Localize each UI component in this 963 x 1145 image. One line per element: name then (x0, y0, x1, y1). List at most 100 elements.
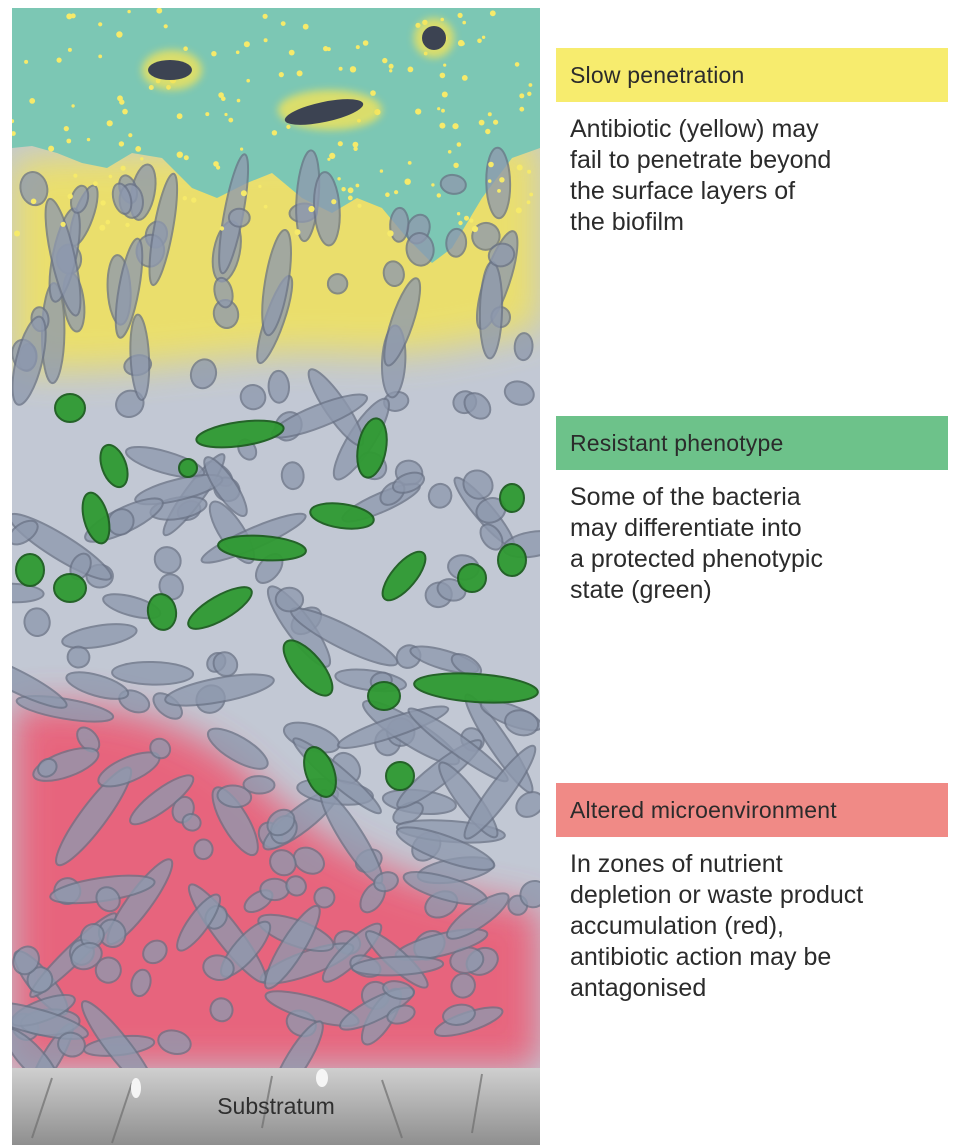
slow-penetration-text: Antibiotic (yellow) may fail to penetrat… (570, 114, 948, 238)
antibiotic-particle (183, 196, 187, 200)
antibiotic-particle (29, 98, 35, 104)
antibiotic-particle (127, 10, 130, 13)
antibiotic-particle (286, 125, 290, 129)
antibiotic-particle (106, 220, 111, 225)
antibiotic-particle (356, 184, 360, 188)
antibiotic-particle (339, 67, 343, 71)
antibiotic-particle (303, 24, 309, 30)
resistant-phenotype-text: Some of the bacteria may differentiate i… (570, 482, 948, 606)
antibiotic-particle (213, 161, 219, 167)
antibiotic-particle (458, 221, 462, 225)
substratum-label: Substratum (12, 1093, 540, 1120)
legend-resistant-phenotype: Resistant phenotype Some of the bacteria… (556, 416, 948, 606)
legend-slow-penetration: Slow penetration Antibiotic (yellow) may… (556, 48, 948, 238)
antibiotic-particle (453, 163, 458, 168)
antibiotic-particle (353, 147, 357, 151)
antibiotic-particle (258, 185, 261, 188)
antibiotic-particle (363, 40, 369, 46)
antibiotic-particle (191, 197, 196, 202)
antibiotic-particle (68, 48, 72, 52)
bacterium (16, 554, 44, 586)
antibiotic-particle (357, 204, 361, 208)
antibiotic-particle (109, 175, 113, 179)
antibiotic-particle (485, 129, 490, 134)
antibiotic-particle (24, 60, 28, 64)
antibiotic-particle (241, 190, 247, 196)
bacterium (179, 459, 197, 477)
antibiotic-particle (370, 90, 376, 96)
antibiotic-particle (479, 120, 485, 126)
antibiotic-particle (71, 104, 74, 107)
bacterium (446, 228, 467, 257)
antibiotic-particle (356, 45, 360, 49)
antibiotic-particle (149, 85, 154, 90)
antibiotic-particle (240, 148, 243, 151)
antibiotic-particle (457, 142, 462, 147)
antibiotic-particle (99, 225, 105, 231)
antibiotic-particle (119, 141, 124, 146)
bacterium (368, 682, 400, 710)
antibiotic-particle (440, 73, 446, 79)
bacterium (54, 574, 86, 602)
antibiotic-particle (184, 155, 189, 160)
antibiotic-particle (244, 41, 250, 47)
antibiotic-particle (488, 112, 492, 116)
antibiotic-particle (246, 79, 250, 83)
bacterium (498, 544, 526, 576)
bacterium (276, 588, 304, 612)
antibiotic-particle (529, 83, 533, 87)
antibiotic-particle (236, 51, 240, 55)
antibiotic-particle (100, 200, 105, 205)
bacterium (514, 333, 533, 361)
antibiotic-particle (394, 190, 398, 194)
antibiotic-particle (327, 47, 331, 51)
antibiotic-particle (87, 138, 90, 141)
antibiotic-particle (462, 75, 468, 81)
bacterium (486, 148, 511, 219)
antibiotic-particle (220, 226, 224, 230)
antibiotic-particle (183, 46, 188, 51)
bacterium (228, 208, 250, 227)
antibiotic-particle (289, 50, 295, 56)
antibiotic-particle (295, 229, 301, 235)
antibiotic-particle (264, 38, 268, 42)
antibiotic-particle (205, 112, 209, 116)
antibiotic-particle (348, 187, 354, 193)
antibiotic-particle (490, 10, 496, 16)
antibiotic-particle (31, 199, 37, 205)
antibiotic-particle (442, 92, 448, 98)
altered-microenvironment-title: Altered microenvironment (556, 783, 948, 837)
antibiotic-particle (331, 199, 336, 204)
antibiotic-particle (221, 96, 226, 101)
bacterium (327, 273, 348, 294)
antibiotic-particle (517, 165, 523, 171)
antibiotic-particle (443, 64, 446, 67)
antibiotic-particle (128, 133, 132, 137)
antibiotic-particle (519, 107, 524, 112)
antibiotic-particle (57, 58, 62, 63)
bacterium (500, 484, 524, 512)
antibiotic-particle (164, 24, 168, 28)
antibiotic-particle (464, 216, 469, 221)
biofilm-illustration (12, 8, 540, 1145)
bacterium (458, 564, 486, 592)
antibiotic-particle (515, 62, 520, 67)
antibiotic-particle (281, 21, 286, 26)
antibiotic-particle (469, 219, 473, 223)
antibiotic-particle (348, 196, 353, 201)
antibiotic-particle (519, 93, 524, 98)
antibiotic-particle (119, 99, 124, 104)
antibiotic-particle (488, 179, 492, 183)
antibiotic-particle (122, 109, 128, 115)
antibiotic-particle (408, 67, 414, 73)
antibiotic-particle (98, 55, 102, 59)
antibiotic-particle (327, 158, 330, 161)
antibiotic-particle (527, 92, 531, 96)
antibiotic-particle (135, 146, 141, 152)
antibiotic-particle (488, 162, 494, 168)
antibiotic-particle (408, 161, 412, 165)
bacterium (193, 839, 213, 860)
antibiotic-particle (389, 64, 394, 69)
antibiotic-particle (61, 222, 66, 227)
antibiotic-particle (477, 39, 482, 44)
